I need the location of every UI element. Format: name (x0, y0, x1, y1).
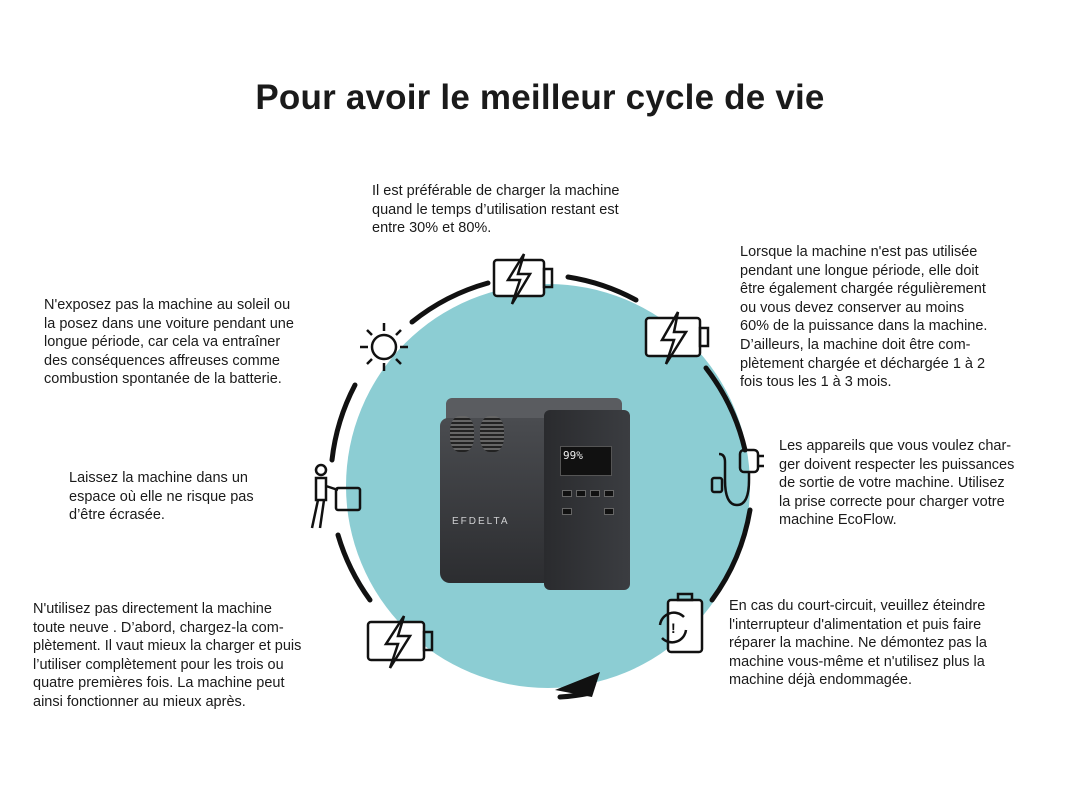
svg-text:!: ! (671, 620, 676, 636)
battery-charging-icon (366, 615, 434, 669)
product-image: 99% EFDELTA (440, 398, 630, 590)
cycle-arrow-icon (555, 672, 600, 697)
cycle-ring (329, 274, 753, 700)
charger-plug-icon (710, 448, 764, 507)
page-title: Pour avoir le meilleur cycle de vie (255, 78, 825, 117)
sun-icon (360, 323, 408, 371)
battery-charging-icon (492, 253, 554, 305)
tip-charge-range: Il est préférable de charger la machine … (372, 183, 620, 237)
tip-long-storage: Lorsque la machine n'est pas utilisée pe… (740, 244, 988, 391)
person-carrying-box-icon (310, 463, 362, 529)
device-brand: EFDELTA (452, 516, 510, 527)
battery-charging-icon (644, 311, 710, 365)
tip-first-use: N'utilisez pas directement la machine to… (33, 601, 302, 710)
tip-short-circuit: En cas du court-circuit, veuillez éteind… (729, 598, 987, 689)
battery-refresh-icon: ! (658, 592, 704, 654)
tip-no-sun: N'exposez pas la machine au soleil ou la… (44, 297, 294, 388)
device-screen: 99% (560, 446, 612, 476)
tip-safe-space: Laissez la machine dans un espace où ell… (69, 470, 254, 524)
tip-output-power: Les appareils que vous voulez char- ger … (779, 438, 1015, 529)
